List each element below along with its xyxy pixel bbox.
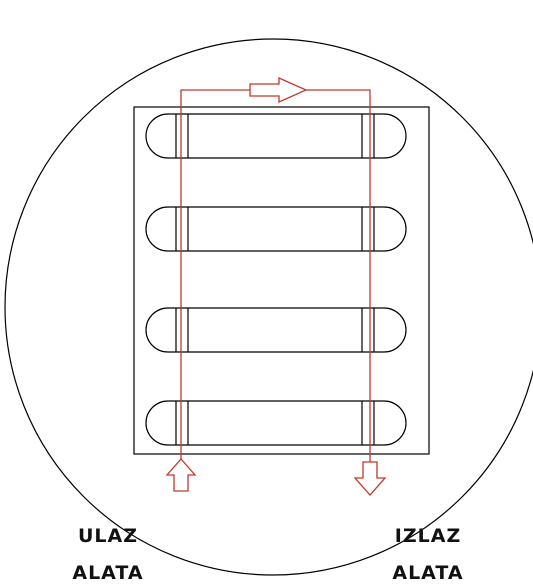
cooling-slots: [145, 113, 407, 446]
inlet-arrow-icon: [165, 458, 197, 492]
inlet-label-line2: ALATA: [72, 562, 144, 584]
cooling-slot: [145, 113, 407, 159]
mold-plate: [133, 106, 430, 455]
cooling-slot: [145, 206, 407, 252]
outlet-label-line2: ALATA: [392, 562, 464, 584]
cooling-slot: [145, 400, 407, 446]
outlet-label-line1: IZLAZ: [394, 525, 462, 547]
flow-direction-arrow: [249, 76, 308, 104]
outlet-arrow-icon: [353, 461, 387, 496]
cooling-slot: [145, 307, 407, 353]
coolant-flow-path: [165, 76, 387, 496]
outer-circle: [4, 38, 533, 576]
flow-line: [180, 89, 371, 462]
inlet-label-line1: ULAZ: [77, 525, 139, 547]
